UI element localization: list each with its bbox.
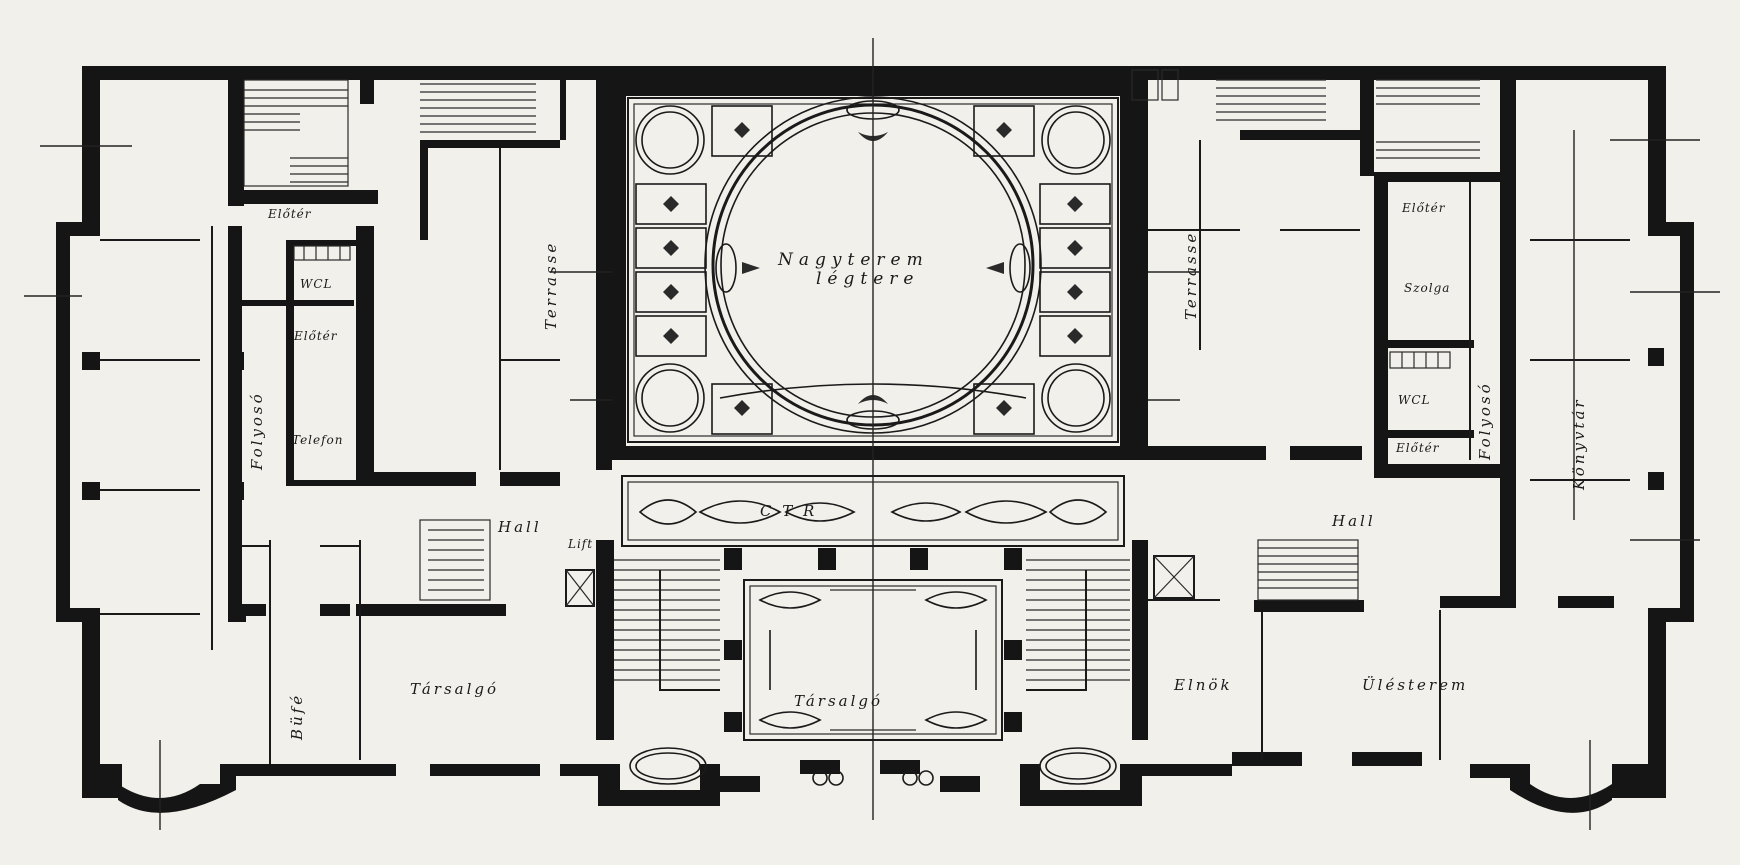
label-tarsalgo-center: Társalgó [794,692,883,710]
label-szolga: Szolga [1404,281,1450,295]
lift-left [565,569,595,607]
label-terrasse-left: Terrasse [542,241,560,330]
ctr-band: C T R [621,475,1125,547]
label-eloter-right-bottom: Előtér [1395,441,1440,455]
left-wing [82,66,612,764]
right-wing [1131,66,1664,760]
grand-stair [598,540,1148,786]
stair-top-left [243,79,536,187]
label-terrasse-right: Terrasse [1182,231,1200,320]
label-folyoso-right: Folyosó [1476,381,1494,461]
label-konyvtar: Könyvtár [1570,397,1588,491]
label-eloter-left-top: Előtér [267,207,312,221]
axis-ticks [24,139,1720,830]
room-labels: Nagyterem légtere Előtér WCL Előtér Tele… [248,201,1588,741]
label-eloter-left-mid: Előtér [293,329,338,343]
stair-top-right [1131,69,1480,159]
coffers-right [1039,183,1111,357]
label-ulesterem: Ülésterem [1362,676,1468,694]
label-telefon: Telefon [292,433,344,447]
coffers-left [635,183,707,357]
coffers-top [711,105,1035,435]
central-hall [550,38,1200,820]
label-lift: Lift [567,537,593,551]
stair-treads [614,559,1130,691]
label-hall-right: Hall [1331,512,1376,530]
label-nagyterem: Nagyterem [777,250,929,270]
stair-hall-right [1257,539,1359,601]
label-hall-left: Hall [497,518,542,536]
outer-walls [56,66,1694,813]
label-folyoso-left: Folyosó [248,391,266,471]
label-tarsalgo-left: Társalgó [410,680,499,698]
label-wcl-right: WCL [1398,393,1430,407]
label-elnok: Elnök [1173,676,1233,694]
label-eloter-right-top: Előtér [1401,201,1446,215]
label-bufe: Büfé [288,693,306,741]
lift-right [1153,555,1195,599]
stair-hall-left [419,519,491,601]
label-wcl-left: WCL [300,277,332,291]
ctr-label: C T R [760,502,817,520]
label-legtere: légtere [816,269,919,289]
